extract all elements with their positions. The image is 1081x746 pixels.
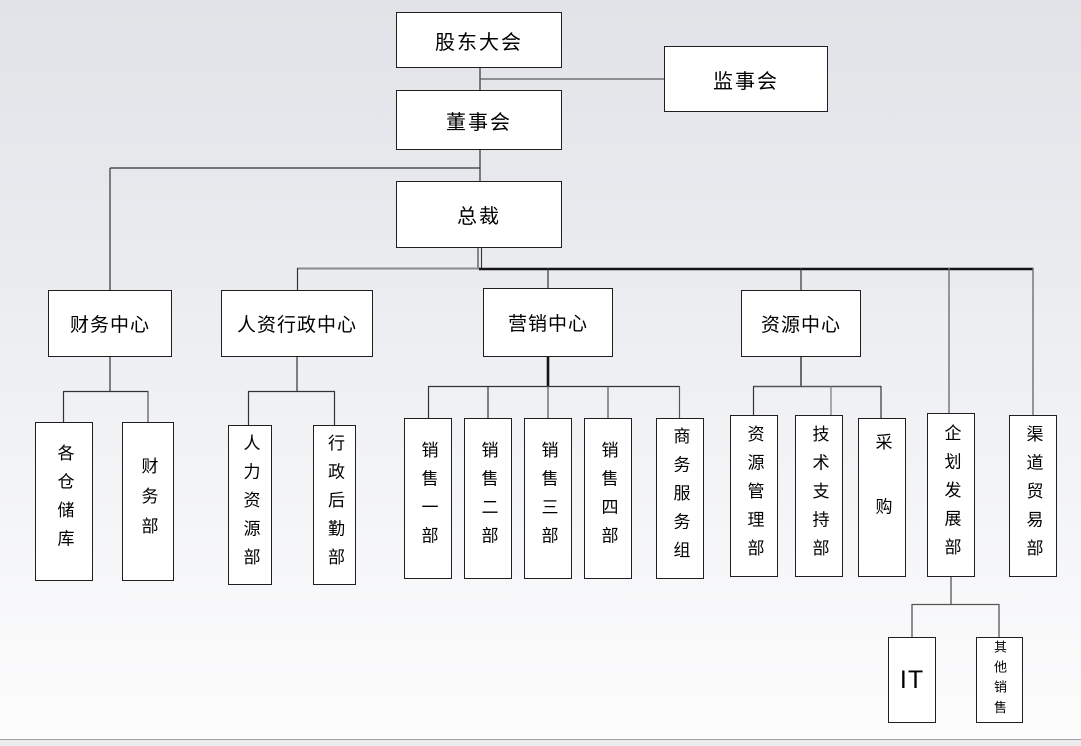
node-marketing-center[interactable]: 营销中心 <box>483 288 613 357</box>
node-label: 监事会 <box>713 70 779 93</box>
node-label: 财务中心 <box>69 315 150 336</box>
node-label: 人资行政中心 <box>236 315 357 336</box>
slide-bottom-strip <box>0 740 1081 746</box>
node-sales-dept-2[interactable]: 销售二部 <box>464 418 512 579</box>
node-label: 各仓储库 <box>54 444 74 559</box>
node-label: 企划发展部 <box>941 423 961 567</box>
node-tech-support-dept[interactable]: 技术支持部 <box>795 415 843 577</box>
node-business-service-group[interactable]: 商务服务组 <box>656 418 704 579</box>
node-label: 其他销售 <box>992 639 1007 721</box>
node-resource-center[interactable]: 资源中心 <box>741 290 861 357</box>
node-label: 董事会 <box>446 111 512 134</box>
node-admin-logistics-dept[interactable]: 行政后勤部 <box>313 425 356 585</box>
node-sales-dept-3[interactable]: 销售三部 <box>524 418 572 579</box>
node-label: 股东大会 <box>435 31 523 54</box>
node-label: 销售一部 <box>418 441 438 556</box>
node-label: 销售四部 <box>598 441 618 556</box>
node-label: 销售三部 <box>538 441 558 556</box>
node-other-sales[interactable]: 其他销售 <box>976 637 1023 723</box>
node-finance-center[interactable]: 财务中心 <box>48 290 172 357</box>
node-hr-admin-center[interactable]: 人资行政中心 <box>221 290 373 357</box>
node-label: 销售二部 <box>478 441 498 556</box>
node-president[interactable]: 总裁 <box>396 181 562 248</box>
node-label: 行政后勤部 <box>325 433 344 577</box>
node-procurement[interactable]: 采购 <box>858 418 906 577</box>
node-label: 渠道贸易部 <box>1023 424 1043 568</box>
node-label: 总裁 <box>457 206 501 228</box>
node-board-of-directors[interactable]: 董事会 <box>396 90 562 150</box>
node-shareholders-meeting[interactable]: 股东大会 <box>396 12 562 68</box>
node-label: 人力资源部 <box>240 433 260 577</box>
slide-bottom-divider <box>0 739 1081 740</box>
node-sales-dept-4[interactable]: 销售四部 <box>584 418 632 579</box>
node-label: 商务服务组 <box>670 427 690 570</box>
node-label: 财务部 <box>138 456 158 547</box>
node-label: 资源管理部 <box>744 424 764 568</box>
node-hr-dept[interactable]: 人力资源部 <box>228 425 272 585</box>
node-supervisory-board[interactable]: 监事会 <box>664 46 828 112</box>
node-channel-trade-dept[interactable]: 渠道贸易部 <box>1009 415 1057 577</box>
node-label: 资源中心 <box>760 315 841 336</box>
node-label: IT <box>899 665 925 694</box>
node-finance-dept[interactable]: 财务部 <box>122 422 174 581</box>
node-it-dept[interactable]: IT <box>888 637 936 723</box>
node-sales-dept-1[interactable]: 销售一部 <box>404 418 452 579</box>
node-warehouses[interactable]: 各仓储库 <box>35 422 93 581</box>
node-label: 采购 <box>872 432 892 563</box>
node-label: 技术支持部 <box>809 424 829 568</box>
node-label: 营销中心 <box>507 314 588 335</box>
node-planning-dev-dept[interactable]: 企划发展部 <box>927 413 975 577</box>
node-resource-mgmt-dept[interactable]: 资源管理部 <box>730 415 778 577</box>
